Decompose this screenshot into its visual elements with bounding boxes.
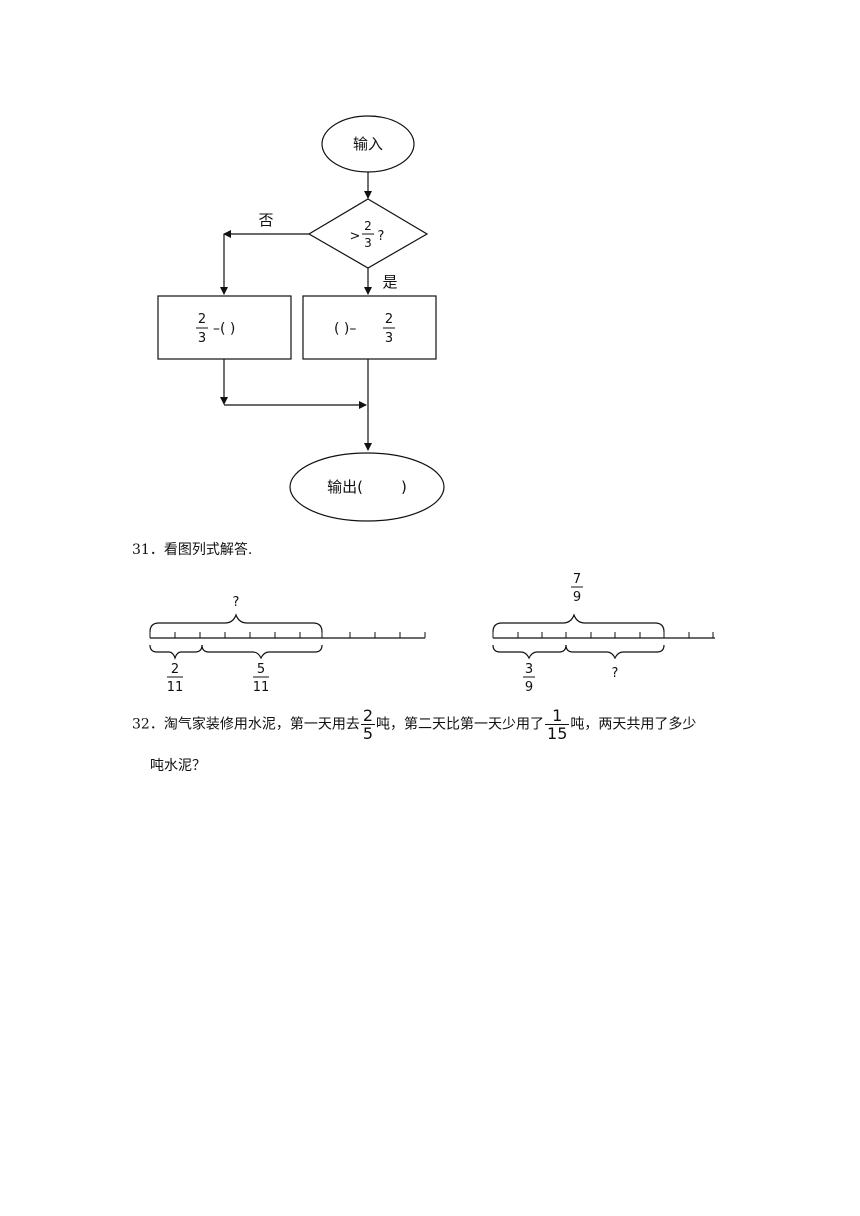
left-part1-numerator: 2 (171, 662, 179, 677)
right-top-brace (492, 613, 665, 633)
left-part2-numerator: 5 (257, 662, 265, 677)
right-part1-numerator: 3 (525, 662, 533, 677)
left-top-question: ? (233, 595, 240, 610)
left-box-numerator: 2 (198, 312, 206, 327)
q32-text-a: 淘气家装修用水泥，第一天用去 (163, 716, 360, 733)
flowchart: 输入 > 2 3 ? 否 是 2 3 –( ) ( )– 2 3 输出( ) (157, 115, 445, 522)
right-part1-denominator: 9 (525, 680, 533, 695)
q32-text-b: 吨，第二天比第一天少用了 (376, 716, 545, 733)
decision-suffix: ? (378, 229, 385, 244)
right-bottom-brace-2 (565, 644, 665, 660)
right-box-operation: ( )– (334, 321, 356, 337)
end-label: 输出( ) (327, 478, 407, 496)
right-top-numerator: 7 (573, 572, 581, 587)
end-oval (289, 452, 445, 522)
decision-numerator: 2 (364, 219, 372, 233)
q32-frac2-numerator: 1 (545, 707, 570, 725)
left-box-denominator: 3 (198, 331, 206, 346)
q31-left-number-line: ? 2 11 5 11 (149, 595, 426, 695)
q32-text-c: 吨，两天共用了多少 (570, 716, 697, 733)
right-top-denominator: 9 (573, 590, 581, 605)
decision-denominator: 3 (364, 236, 372, 250)
right-bottom-brace-1 (492, 644, 567, 660)
q32-text-d: 吨水泥？ (150, 758, 206, 774)
left-bottom-brace-1 (149, 644, 203, 660)
right-axis-ticks (492, 632, 714, 638)
q31-text: 看图列式解答. (163, 542, 253, 558)
q32-frac2-denominator: 15 (547, 724, 568, 743)
q31-right-number-line: 7 9 3 9 ? (492, 572, 715, 695)
q32-number: 32． (132, 716, 164, 733)
left-part1-denominator: 11 (167, 680, 184, 695)
right-part2-question: ? (612, 666, 619, 681)
q32-frac1-numerator: 2 (360, 706, 376, 725)
right-box-denominator: 3 (385, 331, 393, 346)
q32-frac1-denominator: 5 (362, 724, 374, 743)
left-box-operation: –( ) (213, 321, 235, 337)
left-top-brace (149, 613, 323, 633)
q31-heading: 31．看图列式解答. (132, 540, 252, 560)
left-bottom-brace-2 (201, 644, 323, 660)
q31-number: 31． (132, 542, 164, 558)
left-part2-denominator: 11 (253, 680, 270, 695)
q32-line-2: 吨水泥？ (150, 756, 206, 776)
start-label: 输入 (353, 135, 383, 153)
right-box-numerator: 2 (385, 312, 393, 327)
decision-prefix: > (350, 229, 361, 244)
yes-label: 是 (382, 273, 397, 291)
left-axis-ticks (149, 632, 426, 638)
no-label: 否 (258, 211, 273, 229)
right-process-box (302, 295, 437, 360)
